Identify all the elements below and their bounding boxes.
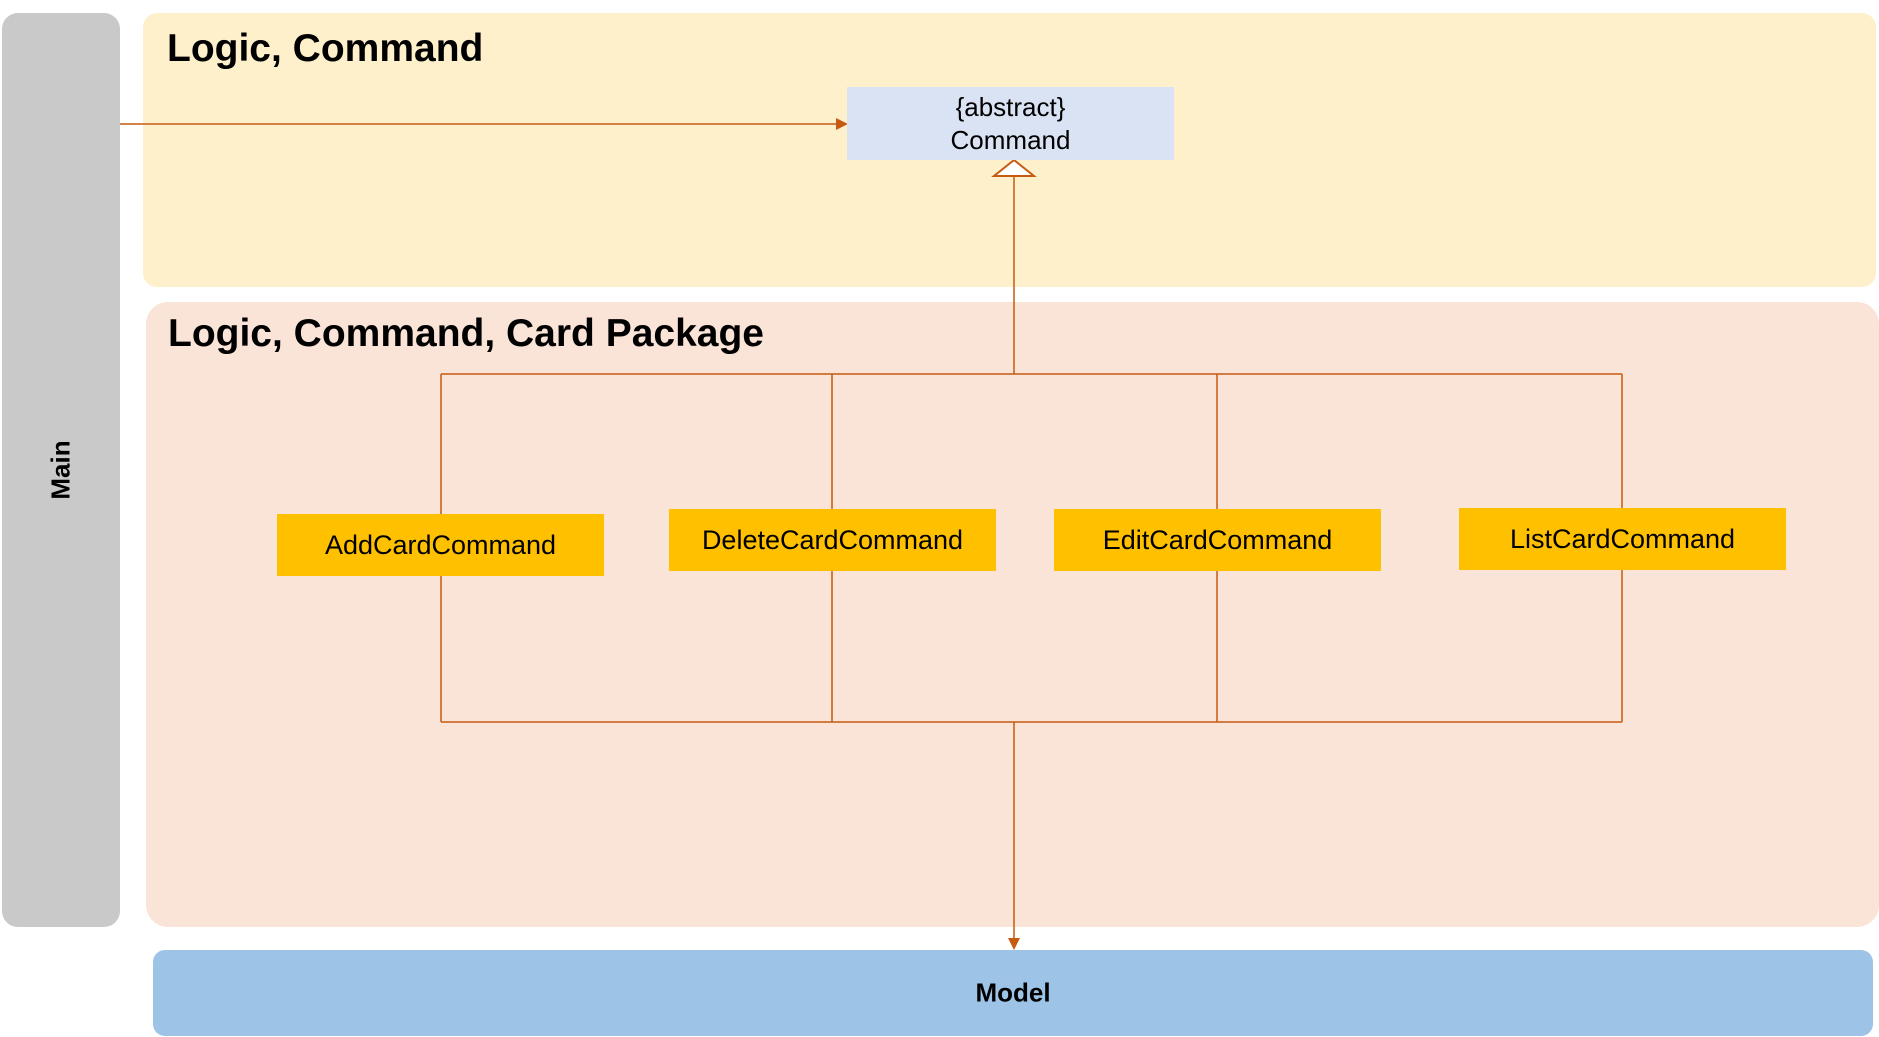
abstract-command-class: {abstract} Command bbox=[847, 87, 1174, 160]
class-name: AddCardCommand bbox=[324, 529, 557, 560]
edit-card-command-class: EditCardCommand bbox=[1054, 509, 1381, 571]
class-name: EditCardCommand bbox=[1102, 524, 1333, 555]
inheritance-triangle bbox=[991, 158, 1037, 177]
card-package-title: Logic, Command, Card Package bbox=[168, 312, 764, 355]
add-card-command-class: AddCardCommand bbox=[277, 514, 604, 576]
class-name: ListCardCommand bbox=[1509, 523, 1736, 554]
delete-card-command-class: DeleteCardCommand bbox=[669, 509, 996, 571]
model-label: Model bbox=[975, 977, 1051, 1008]
model-component: Model bbox=[153, 950, 1873, 1036]
abstract-class-name: Command bbox=[950, 124, 1071, 155]
class-name: DeleteCardCommand bbox=[701, 524, 964, 555]
card-package-region: Logic, Command, Card Package bbox=[146, 302, 1879, 927]
to-model-arrowhead bbox=[1008, 938, 1020, 950]
abstract-stereotype: {abstract} bbox=[955, 91, 1066, 122]
list-card-command-class: ListCardCommand bbox=[1459, 508, 1786, 570]
main-to-command-arrowhead bbox=[836, 118, 848, 130]
logic-command-title: Logic, Command bbox=[167, 27, 484, 70]
main-component: Main bbox=[2, 13, 120, 927]
